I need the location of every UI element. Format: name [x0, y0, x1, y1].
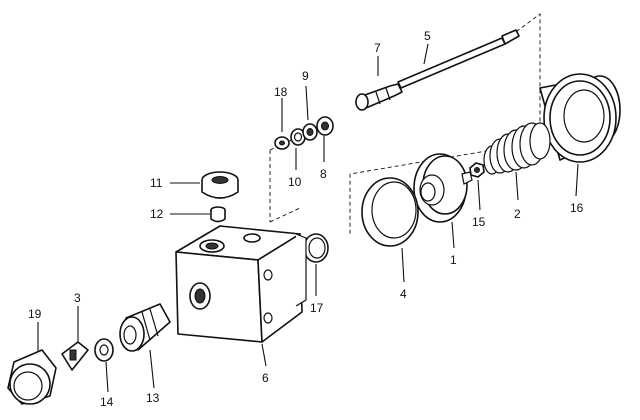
callout-labels: 1 2 3 4 5 6 7 8 9 10 11 12 13 14 15 16 1… — [28, 29, 584, 409]
part-4-ring — [361, 177, 419, 247]
callout-19: 19 — [28, 307, 42, 321]
part-15-nut — [469, 162, 485, 178]
leader-lines — [37, 43, 579, 393]
part-19-hex-nut — [7, 349, 57, 405]
part-12-fitting — [210, 206, 226, 223]
part-9-washer — [302, 123, 318, 141]
callout-3: 3 — [74, 291, 81, 305]
part-10-washer — [290, 128, 306, 146]
callout-4: 4 — [400, 287, 407, 301]
part-18-washer — [274, 136, 290, 150]
callout-1: 1 — [450, 253, 457, 267]
callout-6: 6 — [262, 371, 269, 385]
part-1-diaphragm — [413, 153, 473, 223]
callout-2: 2 — [514, 207, 521, 221]
callout-13: 13 — [146, 391, 160, 405]
part-17-o-ring — [303, 233, 329, 263]
part-16-cap — [539, 73, 621, 163]
callout-7: 7 — [374, 41, 381, 55]
callout-8: 8 — [320, 167, 327, 181]
callout-18: 18 — [274, 85, 288, 99]
part-11-knurled-cap — [201, 171, 239, 199]
callout-12: 12 — [150, 207, 164, 221]
callout-5: 5 — [424, 29, 431, 43]
callout-11: 11 — [150, 176, 163, 190]
callout-10: 10 — [288, 175, 302, 189]
part-5-needle — [397, 29, 520, 89]
callout-9: 9 — [302, 69, 309, 83]
part-8-seal — [316, 116, 334, 136]
part-13-nipple — [119, 303, 171, 352]
part-3-nozzle — [61, 341, 89, 371]
part-14-washer — [94, 338, 114, 362]
callout-14: 14 — [100, 395, 114, 409]
callout-15: 15 — [472, 215, 486, 229]
callout-16: 16 — [570, 201, 584, 215]
part-2-spring — [483, 122, 551, 175]
callout-17: 17 — [310, 301, 324, 315]
part-6-body — [175, 225, 307, 343]
part-7-needle-body — [355, 83, 403, 111]
